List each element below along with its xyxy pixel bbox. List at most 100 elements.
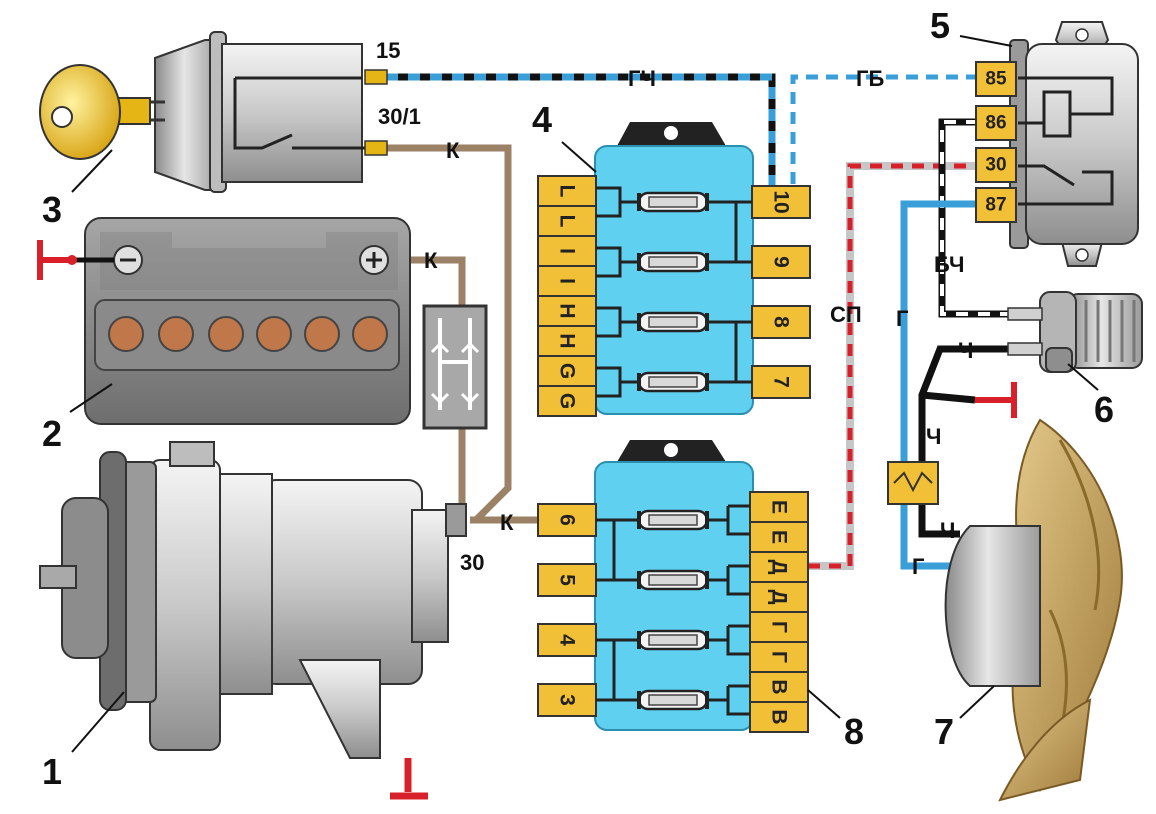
- lower-right-pin-6-label: В: [768, 679, 791, 694]
- wire-label-k-ignition: К: [446, 138, 460, 163]
- lower-right-pin-3-label: Д: [768, 590, 791, 605]
- upper-left-pin-3-label: I: [556, 278, 579, 284]
- upper-left-pin-1: L: [537, 205, 597, 237]
- upper-right-pin-0-label: 10: [770, 190, 793, 213]
- lower-right-pin-3: Д: [749, 581, 809, 613]
- wire-label-ch-low: Ч: [940, 518, 955, 543]
- lower-right-pin-5: Г: [749, 641, 809, 673]
- ignition-key-icon: [39, 64, 165, 160]
- fan-relay: 85 86 30 87: [975, 21, 1139, 267]
- lower-right-pin-0: E: [749, 491, 809, 523]
- wire-label-sp: СП: [830, 302, 862, 327]
- lower-left-pin-3-label: 3: [556, 694, 579, 706]
- lower-left-pin-1: 5: [537, 563, 597, 597]
- upper-left-pin-2-label: I: [556, 248, 579, 254]
- wire-g: [900, 200, 978, 570]
- terminal-15-label: 15: [376, 38, 400, 63]
- fuse-icon: [637, 629, 709, 651]
- wire-bch-stripe: [940, 120, 1010, 316]
- ground-symbol-icon: [37, 240, 68, 280]
- fuse-block-lower: 6 5 4 3 E E ДД Г Г ВВ: [537, 440, 809, 733]
- fuse-icon: [887, 461, 939, 505]
- callout-8: 8: [844, 711, 864, 752]
- terminal-30: [445, 503, 467, 537]
- callout-2: 2: [42, 413, 62, 454]
- lower-right-pin-4-label: Г: [768, 621, 791, 633]
- wire-label-k-battery: К: [424, 248, 438, 273]
- upper-left-pin-7: G: [537, 385, 597, 417]
- upper-right-pin-2-label: 8: [770, 316, 793, 328]
- lower-right-pin-7-label: В: [768, 709, 791, 724]
- fuse-icon: [637, 509, 709, 531]
- wire-gch-stripe: [386, 73, 776, 195]
- fusible-link: [422, 304, 488, 430]
- terminal-30-label: 30: [460, 550, 484, 575]
- fuse-icon: [637, 251, 709, 273]
- lower-right-pin-7: В: [749, 701, 809, 733]
- fuse-icon: [637, 371, 709, 393]
- lower-right-pin-4: Г: [749, 611, 809, 643]
- fuse-icon: [637, 311, 709, 333]
- lower-right-pin-1-label: E: [768, 530, 791, 544]
- wire-label-gb: ГБ: [856, 66, 884, 91]
- relay-pin-85: 85: [975, 61, 1017, 97]
- battery: [37, 217, 411, 425]
- lower-left-pin-1-label: 5: [556, 574, 579, 586]
- wire-label-g-lower: Г: [912, 554, 925, 579]
- lower-left-pin-3: 3: [537, 683, 597, 717]
- lower-right-pin-6: В: [749, 671, 809, 703]
- wire-label-bch: БЧ: [934, 252, 964, 277]
- wires: [376, 73, 1012, 570]
- fuse-icon: [637, 191, 709, 213]
- relay-pin-label: 86: [985, 113, 1006, 134]
- upper-left-pin-5-label: H: [556, 333, 579, 348]
- relay-pin-label: 85: [985, 69, 1007, 90]
- ignition-switch: [39, 31, 388, 193]
- temperature-sensor: [1007, 291, 1143, 373]
- terminal-30-1-label: 30/1: [378, 104, 421, 129]
- lower-left-pin-0: 6: [537, 503, 597, 537]
- wire-label-gch: ГЧ: [628, 66, 656, 91]
- labels: 3 2 1 4 5 6 7 8 15 30/1 30 ГЧ ГБ К К К С…: [42, 5, 1114, 792]
- lower-left-pin-2: 4: [537, 623, 597, 657]
- callout-3: 3: [42, 189, 62, 230]
- fuse-icon: [637, 569, 709, 591]
- battery-cell-caps: [108, 316, 388, 352]
- upper-right-pin-1: 9: [751, 245, 811, 279]
- upper-left-pin-7-label: G: [556, 393, 579, 409]
- wire-gb-stripe: [790, 74, 978, 195]
- upper-left-pin-2: I: [537, 235, 597, 267]
- fuse-icon: [637, 689, 709, 711]
- ground-symbol-icon: [390, 758, 428, 800]
- lower-right-pin-2-label: Д: [768, 560, 791, 575]
- callout-7: 7: [934, 711, 954, 752]
- upper-left-pin-4: H: [537, 295, 597, 327]
- lower-right-pin-0-label: E: [768, 500, 791, 514]
- callout-4: 4: [532, 99, 552, 140]
- cooling-fan-motor: [944, 418, 1123, 802]
- relay-pin-86: 86: [975, 105, 1017, 141]
- ground-symbol-icon: [975, 382, 1017, 418]
- lower-left-pin-2-label: 4: [556, 634, 579, 646]
- relay-pin-label: 30: [985, 155, 1006, 176]
- upper-right-pin-0: 10: [751, 185, 811, 219]
- callout-5: 5: [930, 5, 950, 46]
- wire-label-k-alt: К: [500, 510, 514, 535]
- upper-left-pin-3: I: [537, 265, 597, 297]
- wire-ch-ground: [921, 391, 976, 404]
- relay-pin-label: 87: [985, 195, 1006, 216]
- wire-sp: [808, 162, 978, 570]
- lower-right-pin-5-label: Г: [768, 651, 791, 663]
- upper-right-pin-1-label: 9: [770, 256, 793, 268]
- wire-label-ch-mid: Ч: [926, 424, 941, 449]
- callout-1: 1: [42, 751, 62, 792]
- upper-left-pin-0-label: L: [556, 185, 579, 198]
- upper-left-pin-6-label: G: [556, 363, 579, 379]
- upper-right-pin-3: 7: [751, 365, 811, 399]
- lower-left-pin-0-label: 6: [556, 514, 579, 526]
- terminal-15: [364, 69, 388, 85]
- upper-left-pin-5: H: [537, 325, 597, 357]
